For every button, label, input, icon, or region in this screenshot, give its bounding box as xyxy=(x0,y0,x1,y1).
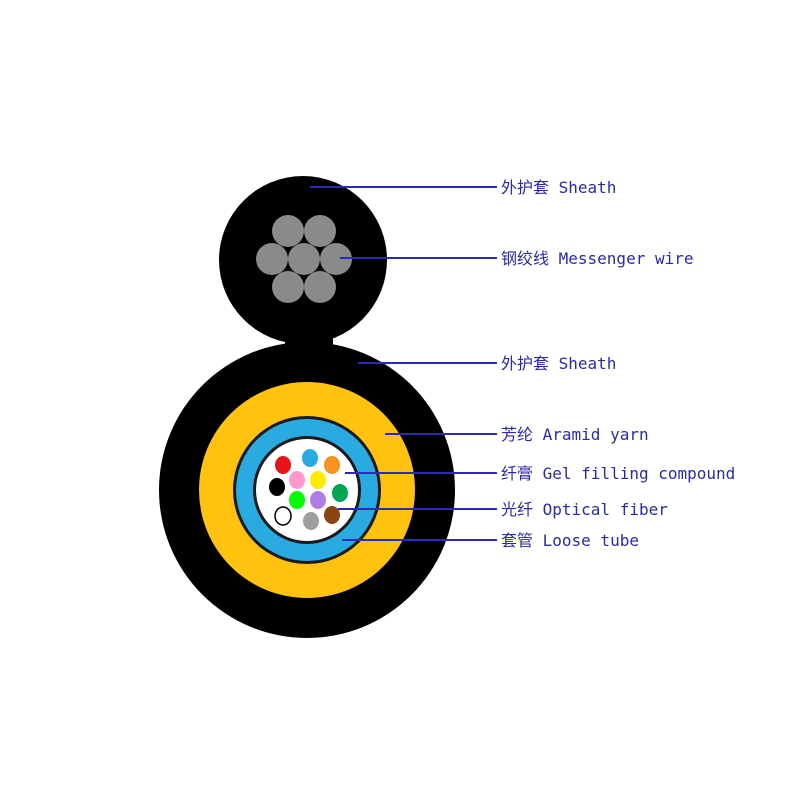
messenger-strand xyxy=(272,215,304,247)
optical-fiber xyxy=(289,491,305,509)
optical-fiber xyxy=(303,512,319,530)
label-sheath-top: 外护套 Sheath xyxy=(501,178,616,197)
label-sheath-main: 外护套 Sheath xyxy=(501,354,616,373)
messenger-strand xyxy=(320,243,352,275)
label-gel-filling: 纤膏 Gel filling compound xyxy=(501,464,735,483)
messenger-strand xyxy=(288,243,320,275)
label-loose-tube: 套管 Loose tube xyxy=(501,531,639,550)
optical-fiber xyxy=(332,484,348,502)
label-messenger-wire: 钢绞线 Messenger wire xyxy=(501,249,694,268)
leader-lines xyxy=(310,186,497,541)
optical-fiber xyxy=(324,456,340,474)
messenger-unit xyxy=(219,176,387,358)
messenger-strands xyxy=(256,215,352,303)
optical-fiber xyxy=(269,478,285,496)
messenger-strand xyxy=(304,215,336,247)
optical-fiber xyxy=(275,456,291,474)
optical-fiber xyxy=(310,471,326,489)
messenger-strand xyxy=(272,271,304,303)
optical-fiber xyxy=(310,491,326,509)
optical-fiber xyxy=(324,506,340,524)
label-aramid-yarn: 芳纶 Aramid yarn xyxy=(501,425,649,444)
label-optical-fiber: 光纤 Optical fiber xyxy=(501,500,668,519)
messenger-strand xyxy=(256,243,288,275)
optical-fiber xyxy=(274,506,292,526)
optical-fiber xyxy=(302,449,318,467)
optical-fibers xyxy=(269,449,348,530)
messenger-strand xyxy=(304,271,336,303)
optical-fiber xyxy=(289,471,305,489)
callout-labels: 外护套 Sheath 钢绞线 Messenger wire 外护套 Sheath… xyxy=(501,178,735,550)
main-cable-unit xyxy=(159,342,455,638)
